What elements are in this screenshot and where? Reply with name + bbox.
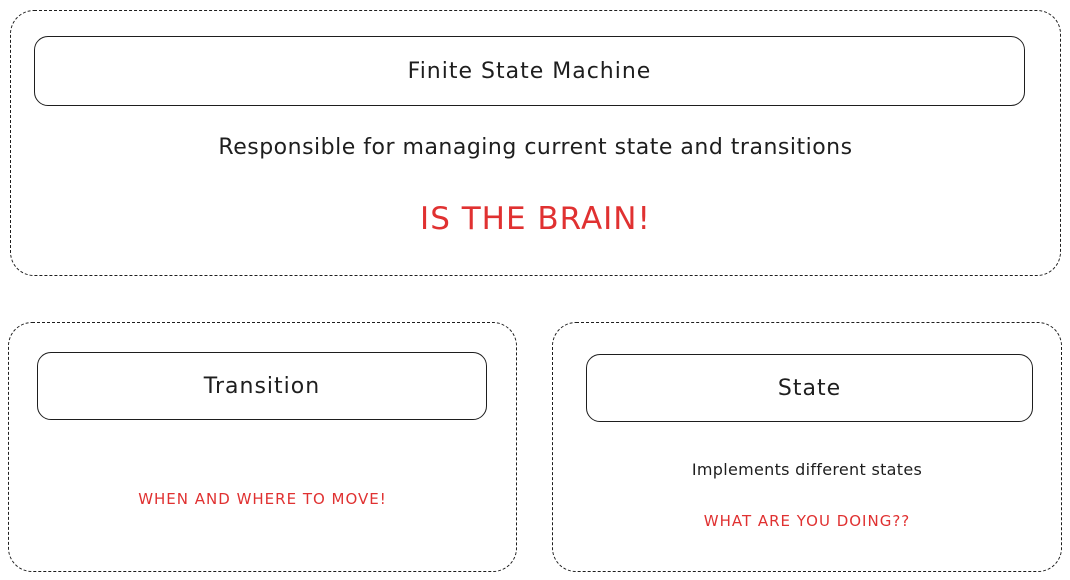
state-description: Implements different states [691,460,923,479]
transition-title: Transition [203,373,321,399]
transition-group: Transition WHEN AND WHERE TO MOVE! [8,322,517,572]
fsm-group: Finite State Machine Responsible for man… [10,10,1061,276]
transition-emphasis: WHEN AND WHERE TO MOVE! [138,490,387,508]
state-group: State Implements different states WHAT A… [552,322,1062,572]
fsm-title: Finite State Machine [407,58,652,84]
state-title: State [777,375,842,401]
state-emphasis: WHAT ARE YOU DOING?? [703,512,911,530]
fsm-emphasis: IS THE BRAIN! [420,201,651,237]
state-title-box: State [586,354,1033,422]
transition-title-box: Transition [37,352,487,420]
fsm-title-box: Finite State Machine [34,36,1025,106]
fsm-description: Responsible for managing current state a… [218,135,853,160]
